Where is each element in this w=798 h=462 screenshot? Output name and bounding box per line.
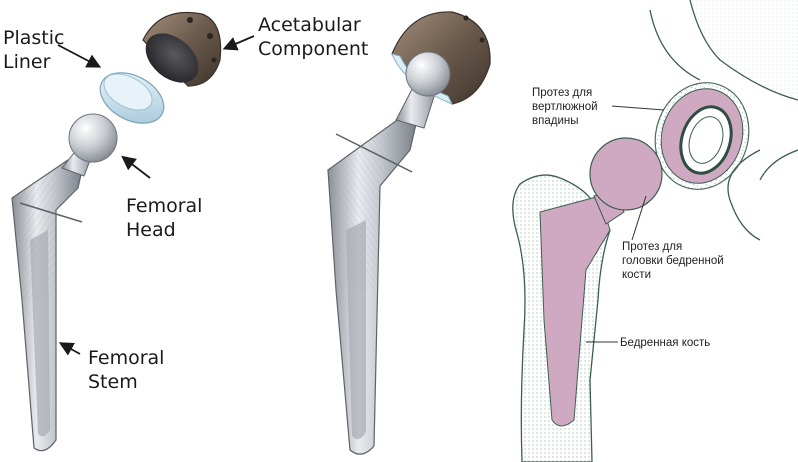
assembled-view <box>328 12 490 454</box>
femur-label: Бедренная кость <box>620 336 710 350</box>
anatomical-view <box>513 0 798 462</box>
acetabular-prosthesis-label: Протез для вертлюжной впадины <box>532 86 598 128</box>
femoral-head-prosthesis-label: Протез для головки бедренной кости <box>622 240 724 282</box>
femoral-head-exploded <box>69 114 117 162</box>
femoral-stem-label: Femoral Stem <box>88 346 164 394</box>
acetabular-cup <box>136 12 220 92</box>
femoral-head-label: Femoral Head <box>126 194 202 242</box>
plastic-liner-label: Plastic Liner <box>3 26 64 74</box>
acetabular-component-label: Acetabular Component <box>258 13 368 61</box>
